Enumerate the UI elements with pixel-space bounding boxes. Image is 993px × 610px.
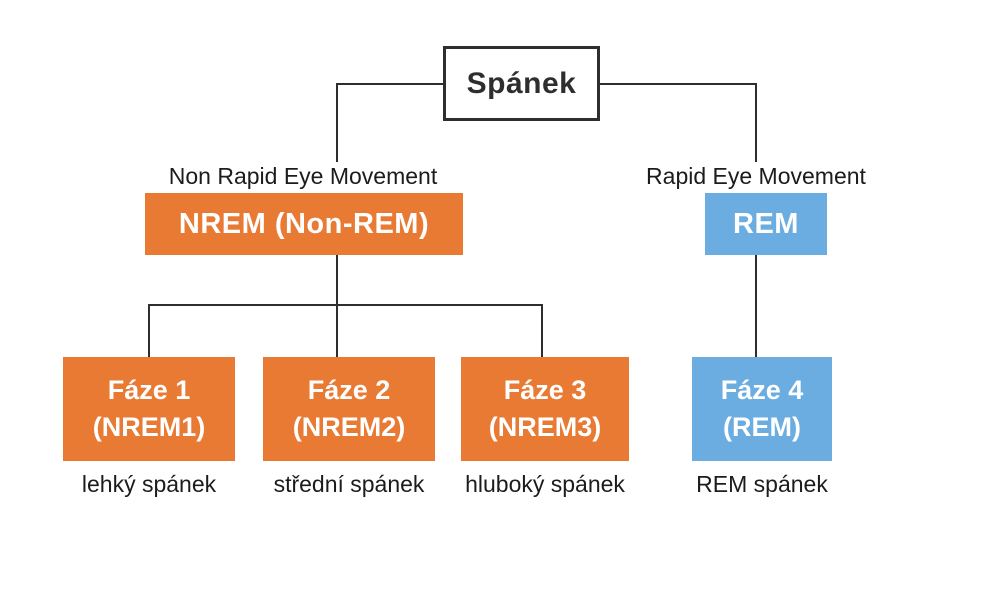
phase-node-2-title: Fáze 2 [307, 375, 391, 405]
nrem-branch-label: Non Rapid Eye Movement [168, 163, 438, 189]
root-node-spanek: Spánek [443, 46, 600, 121]
phase-caption-4: REM spánek [696, 471, 828, 497]
phase-node-1-title: Fáze 1 [107, 375, 191, 405]
phase-node-4-title: Fáze 4 [720, 375, 804, 405]
connector-phases-splitter [148, 304, 543, 306]
nrem-node: NREM (Non-REM) [145, 193, 463, 255]
phase-node-4-subtitle: (REM) [723, 412, 801, 442]
connector-nrem-to-phases-vertical [336, 255, 338, 357]
connector-root-to-rem-vertical [755, 83, 757, 162]
phase-caption-2: střední spánek [273, 471, 425, 497]
connector-to-phase3-vertical [541, 304, 543, 357]
phase-node-2-subtitle: (NREM2) [292, 412, 406, 442]
phase-node-1-subtitle: (NREM1) [92, 412, 206, 442]
root-node-label: Spánek [466, 66, 577, 100]
connector-root-to-nrem-horizontal [336, 83, 446, 85]
connector-root-to-nrem-vertical [336, 83, 338, 162]
phase-caption-1: lehký spánek [81, 471, 217, 497]
connector-rem-to-phase4-vertical [755, 253, 757, 357]
phase-node-3-subtitle: (NREM3) [488, 412, 602, 442]
phase-node-4: Fáze 4 (REM) [692, 357, 832, 461]
phase-node-3: Fáze 3 (NREM3) [461, 357, 629, 461]
rem-node: REM [705, 193, 827, 255]
phase-node-2: Fáze 2 (NREM2) [263, 357, 435, 461]
phase-node-3-title: Fáze 3 [503, 375, 587, 405]
phase-caption-3: hluboký spánek [465, 471, 625, 497]
rem-branch-label: Rapid Eye Movement [646, 163, 866, 189]
phase-node-1: Fáze 1 (NREM1) [63, 357, 235, 461]
connector-root-to-rem-horizontal [598, 83, 757, 85]
connector-to-phase1-vertical [148, 304, 150, 357]
rem-node-label: REM [733, 207, 799, 240]
nrem-node-label: NREM (Non-REM) [178, 207, 430, 240]
